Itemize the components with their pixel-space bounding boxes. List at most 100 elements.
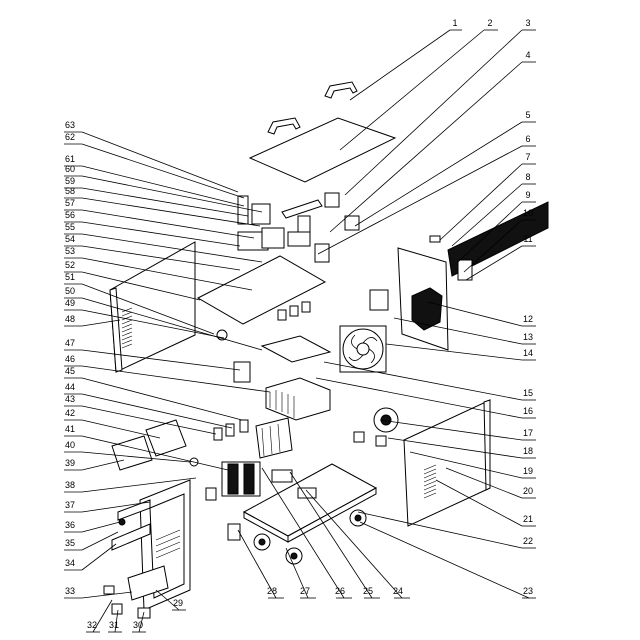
front-pcb	[111, 419, 187, 471]
callout-number-30: 30	[133, 620, 143, 630]
leader-line-18	[387, 437, 523, 459]
callout-number-41: 41	[65, 424, 75, 434]
callout-number-8: 8	[525, 172, 530, 182]
callout-number-5: 5	[525, 110, 530, 120]
callout-number-28: 28	[267, 586, 277, 596]
callout-number-47: 47	[65, 338, 75, 348]
leader-line-32	[92, 599, 113, 633]
leader-line-3	[344, 29, 523, 196]
leader-line-46	[81, 365, 271, 393]
leader-line-54	[81, 245, 241, 271]
leader-line-21	[435, 479, 523, 527]
leader-line-36	[81, 521, 121, 533]
leader-line-24	[305, 489, 403, 599]
leader-line-45	[81, 377, 243, 421]
callout-number-25: 25	[363, 586, 373, 596]
leader-line-39	[81, 459, 125, 471]
toroid	[353, 407, 399, 447]
callout-number-34: 34	[65, 558, 75, 568]
top-components	[237, 192, 360, 263]
top-cover	[248, 81, 397, 183]
callout-number-60: 60	[65, 164, 75, 174]
callout-number-15: 15	[523, 388, 533, 398]
right-side-panel	[403, 399, 491, 527]
leader-line-52	[81, 271, 201, 301]
leader-line-4	[329, 61, 523, 233]
leader-line-15	[323, 361, 523, 401]
leader-line-55	[81, 233, 263, 263]
main-board	[196, 255, 327, 325]
leader-line-34	[81, 543, 117, 571]
leader-line-19	[409, 451, 523, 479]
left-side-panel	[109, 241, 196, 373]
leader-line-16	[315, 377, 523, 419]
callout-number-35: 35	[65, 538, 75, 548]
leader-line-7	[439, 163, 523, 241]
callout-number-63: 63	[65, 120, 75, 130]
leader-line-17	[379, 419, 523, 441]
leader-line-29	[155, 589, 180, 611]
callout-number-48: 48	[65, 314, 75, 324]
front-panel	[111, 479, 191, 611]
leader-line-50	[81, 297, 263, 351]
callout-number-3: 3	[525, 18, 530, 28]
callout-number-27: 27	[300, 586, 310, 596]
callout-number-4: 4	[525, 50, 530, 60]
leader-line-26	[261, 467, 345, 599]
callout-number-22: 22	[523, 536, 533, 546]
callout-number-17: 17	[523, 428, 533, 438]
cooling-fan	[339, 325, 387, 373]
leader-line-6	[317, 145, 523, 255]
leader-line-10	[463, 219, 523, 273]
leader-line-22	[357, 511, 523, 549]
leader-line-62	[81, 143, 245, 199]
leader-line-59	[81, 187, 249, 217]
callout-number-9: 9	[525, 190, 530, 200]
leader-line-51	[81, 283, 215, 335]
callout-number-10: 10	[523, 208, 533, 218]
callout-number-54: 54	[65, 234, 75, 244]
callout-number-23: 23	[523, 586, 533, 596]
callout-number-56: 56	[65, 210, 75, 220]
leader-line-41	[81, 435, 229, 471]
transformer	[221, 461, 261, 497]
leader-line-28	[237, 529, 277, 599]
leader-line-1	[349, 29, 451, 101]
callout-number-36: 36	[65, 520, 75, 530]
leader-line-53	[81, 257, 253, 291]
callout-number-26: 26	[335, 586, 345, 596]
callout-number-61: 61	[65, 154, 75, 164]
leader-line-57	[81, 209, 255, 239]
callout-number-18: 18	[523, 446, 533, 456]
callout-number-59: 59	[65, 176, 75, 186]
casters	[253, 509, 367, 565]
callout-number-45: 45	[65, 366, 75, 376]
leader-line-33	[81, 591, 133, 599]
cable-strip	[429, 201, 549, 281]
callout-number-21: 21	[523, 514, 533, 524]
leader-line-25	[289, 471, 373, 599]
callout-number-6: 6	[525, 134, 530, 144]
callout-number-52: 52	[65, 260, 75, 270]
callout-number-29: 29	[173, 598, 183, 608]
base-tray	[242, 463, 378, 543]
callout-number-42: 42	[65, 408, 75, 418]
heat-sink	[265, 377, 331, 421]
leader-line-11	[465, 245, 523, 281]
leader-line-30	[138, 611, 145, 633]
callout-number-57: 57	[65, 198, 75, 208]
leader-line-5	[354, 121, 523, 227]
leader-line-31	[114, 609, 119, 633]
rear-panel	[369, 247, 449, 351]
callout-number-7: 7	[525, 152, 530, 162]
callout-number-51: 51	[65, 272, 75, 282]
leader-line-23	[359, 521, 530, 599]
leader-line-63	[81, 131, 239, 193]
leader-line-42	[81, 419, 161, 439]
aux-board	[260, 335, 332, 363]
callout-number-32: 32	[87, 620, 97, 630]
leader-line-58	[81, 197, 261, 227]
callout-number-19: 19	[523, 466, 533, 476]
